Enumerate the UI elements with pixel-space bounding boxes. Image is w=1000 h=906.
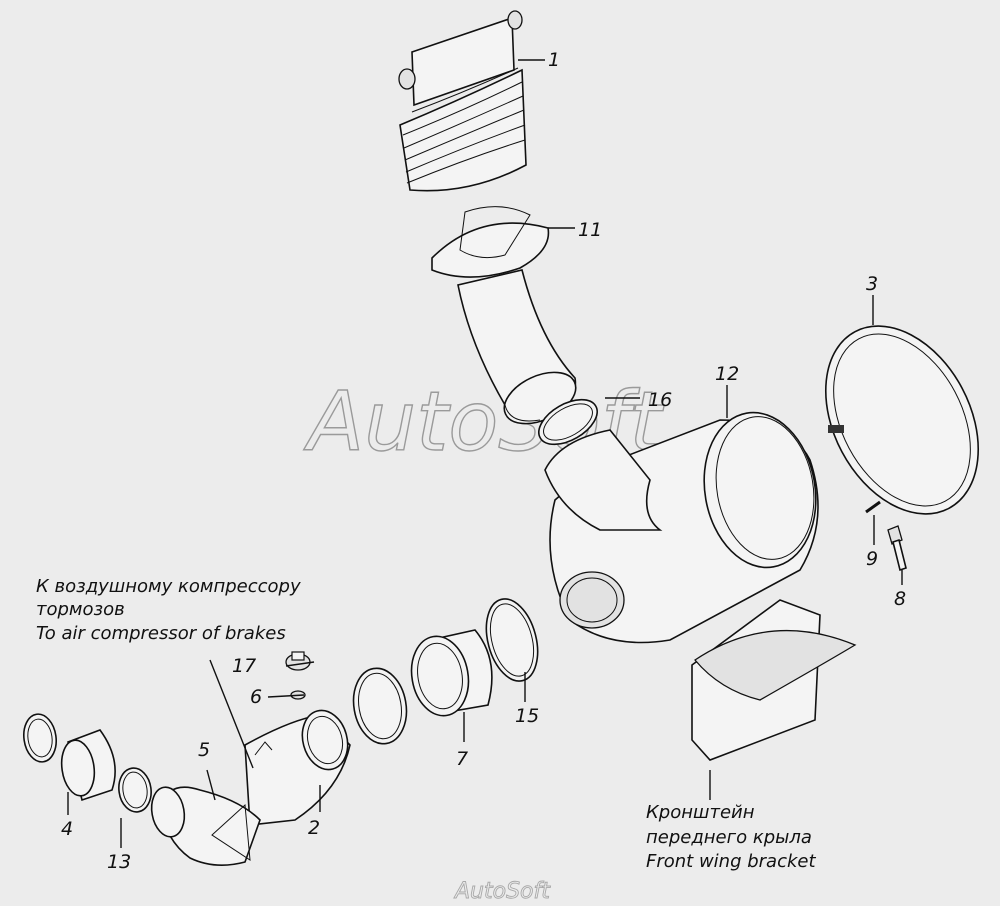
note-compressor: К воздушному компрессору тормозов To air…	[36, 576, 301, 644]
front-wing-bracket	[691, 599, 857, 761]
part-4-connector	[23, 713, 116, 802]
label-part-17: 17	[232, 655, 256, 677]
label-part-7: 7	[456, 748, 468, 770]
note-bracket-line-2: переднего крыла	[646, 827, 812, 848]
part-1-bellows	[398, 10, 527, 192]
part-16-clamp	[538, 398, 598, 446]
part-7-sleeve	[410, 629, 493, 717]
label-part-4: 4	[61, 818, 73, 840]
leader-lines	[67, 59, 903, 848]
part-17-indicator	[285, 651, 311, 671]
part-2-outlet-pipe	[244, 709, 351, 826]
label-part-5: 5	[198, 739, 210, 761]
label-part-11: 11	[578, 219, 602, 241]
label-part-16: 16	[648, 389, 672, 411]
label-part-12: 12	[715, 363, 739, 385]
label-part-8: 8	[894, 588, 906, 610]
note-bracket: Кронштейн переднего крыла Front wing bra…	[646, 802, 816, 872]
part-5-elbow	[150, 659, 273, 866]
clamp-near-sleeve	[352, 667, 408, 745]
part-3-strap	[824, 325, 980, 515]
note-compressor-line-1: К воздушному компрессору	[36, 576, 301, 597]
label-part-13: 13	[107, 851, 131, 873]
label-part-2: 2	[308, 817, 320, 839]
label-part-15: 15	[515, 705, 539, 727]
note-compressor-line-3: To air compressor of brakes	[36, 623, 286, 644]
part-12-air-filter	[544, 411, 819, 644]
part-9-washer	[865, 500, 881, 514]
label-part-9: 9	[866, 548, 878, 570]
part-8-bolt	[887, 525, 907, 572]
label-part-6: 6	[250, 686, 262, 708]
watermark-small: AutoSoft	[453, 879, 551, 904]
label-part-3: 3	[866, 273, 878, 295]
note-compressor-line-2: тормозов	[36, 599, 125, 620]
part-15-clamp	[485, 598, 539, 682]
part-13-clamp	[118, 767, 152, 813]
note-bracket-line-3: Front wing bracket	[646, 851, 816, 872]
note-bracket-line-1: Кронштейн	[646, 802, 755, 823]
label-part-1: 1	[548, 49, 560, 71]
